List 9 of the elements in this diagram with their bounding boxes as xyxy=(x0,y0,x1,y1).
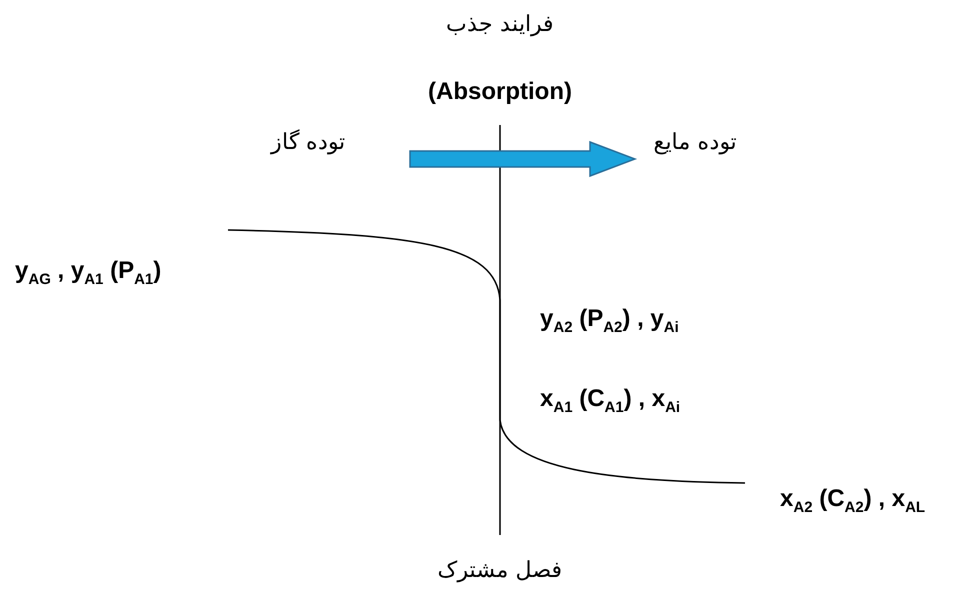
diagram-title: فرایند جذب xyxy=(446,12,554,38)
concentration-label: x$_{A2}$ (C$_{A2}$) , x$_{AL}$ xyxy=(780,485,926,516)
interface-label: فصل مشترک xyxy=(438,558,562,584)
process-name: (Absorption) xyxy=(428,78,572,106)
concentration-label: y$_{A2}$ (P$_{A2}$) , y$_{Ai}$ xyxy=(540,305,679,336)
phase-label: توده مایع xyxy=(654,130,736,156)
concentration-label: x$_{A1}$ (C$_{A1}$) , x$_{Ai}$ xyxy=(540,385,680,416)
phase-label: توده گاز xyxy=(271,130,345,156)
concentration-label: y$_{AG}$ , y$_{A1}$ (P$_{A1}$) xyxy=(15,257,162,288)
